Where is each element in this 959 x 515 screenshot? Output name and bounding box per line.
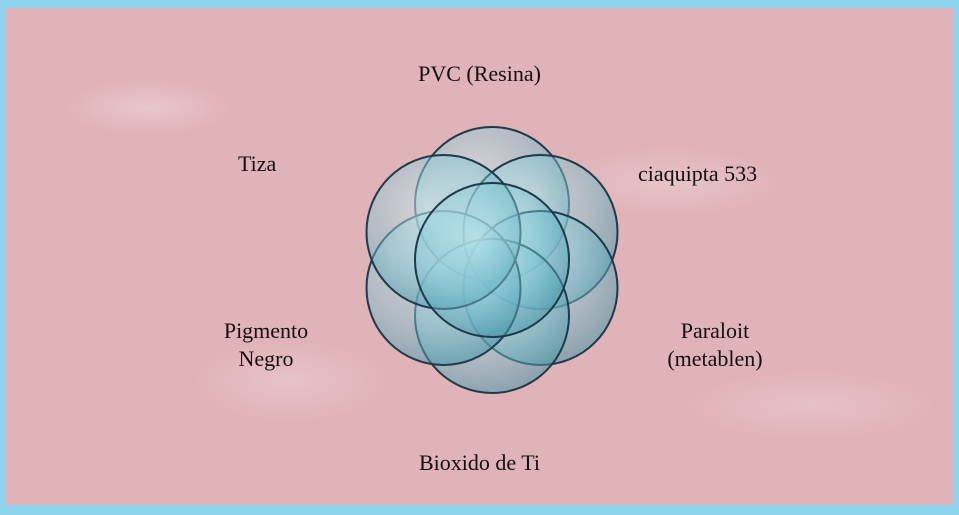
label-pigmento-line1: Pigmento [223,318,309,343]
label-paraloit-line1: Paraloit [680,318,750,343]
circle-center [414,182,570,338]
label-paraloit: Paraloit (metablen) [645,317,785,373]
label-pigmento-negro: Pigmento Negro [206,317,326,373]
label-pvc-resina: PVC (Resina) [418,61,541,86]
label-bioxido-de-ti: Bioxido de Ti [418,450,541,475]
label-pigmento-line2: Negro [238,346,294,371]
label-ciaquipta: ciaquipta 533 [638,161,758,186]
label-paraloit-line2: (metablen) [667,346,763,371]
label-tiza: Tiza [238,151,277,176]
